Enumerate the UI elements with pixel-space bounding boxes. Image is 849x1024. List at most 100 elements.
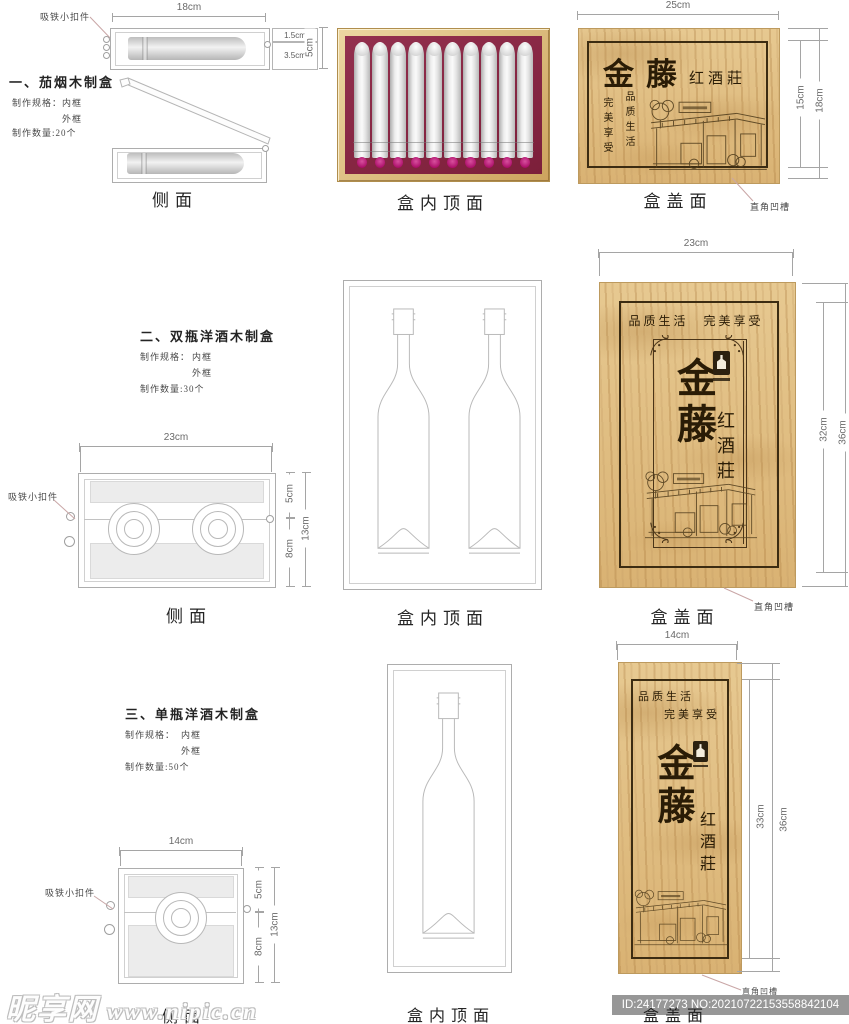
clasp-pin [243, 905, 251, 913]
dim-bottom-depth: 8cm [253, 927, 265, 966]
storefront-sketch [633, 875, 729, 957]
spec-label: 制作规格： [12, 98, 63, 108]
dim-lid-depth: 1.5cm [272, 28, 318, 43]
view-label-inner-top: 盒内顶面 [397, 609, 489, 628]
dim-extension [241, 850, 242, 866]
spec-label: 制作规格： [125, 730, 176, 740]
dim-extension [120, 850, 121, 866]
clasp-note: 吸铁小扣件 [40, 12, 91, 22]
dim-line [772, 663, 773, 971]
bottle-end-circle [124, 519, 144, 539]
bottle-outlines [377, 308, 521, 554]
ornamental-frame [653, 339, 747, 548]
brand-suffix: 红酒莊 [689, 71, 747, 87]
wine1-box-inner-top [387, 664, 512, 973]
groove-note: 直角凹槽 [742, 987, 778, 996]
hinge-pin [262, 145, 269, 152]
dim-line [598, 249, 794, 258]
clasp-pin [66, 512, 75, 521]
brand-stamp-logo [713, 351, 730, 375]
box-inner-line [349, 286, 536, 584]
cover-face-cigar: 金藤 红酒莊 完美享受 品质生活 [578, 28, 780, 184]
cigar [408, 42, 425, 168]
stamp-caption [713, 378, 730, 381]
cigar-box-inner-top [337, 28, 550, 182]
cigar-row [353, 42, 534, 168]
dim-tick [802, 586, 848, 587]
cigar-tip [411, 157, 422, 168]
dim-width: 14cm [664, 630, 690, 641]
dim-top-depth: 5cm [253, 870, 265, 909]
cigar [354, 42, 371, 168]
dim-tick [816, 572, 848, 573]
dim-extension [792, 252, 793, 276]
brand-suffix: 红酒莊 [697, 811, 714, 877]
quantity: 制作数量:30个 [140, 384, 205, 394]
quantity: 制作数量:50个 [125, 762, 190, 772]
dim-line [577, 11, 779, 20]
cigar-tip [465, 157, 476, 168]
dim-width: 23cm [163, 432, 189, 443]
dim-base-depth: 3.5cm [272, 41, 318, 70]
view-label-cover: 盒盖面 [650, 608, 720, 627]
cigar-tip [429, 157, 440, 168]
box-inner-line [84, 479, 270, 582]
spec-label: 制作规格： [140, 352, 191, 362]
dim-extension [80, 446, 81, 472]
dim-line [79, 443, 273, 452]
leader-line [731, 177, 754, 202]
box-inner-line [124, 874, 238, 978]
dim-tick [788, 40, 828, 41]
dim-width: 18cm [176, 2, 202, 13]
engraved-border [631, 679, 729, 959]
brand-name: 金藤 [671, 357, 716, 449]
dim-inner-height: 32cm [818, 410, 830, 449]
dim-tick [742, 958, 780, 959]
dim-extension [271, 446, 272, 472]
quantity: 制作数量:20个 [12, 128, 77, 138]
cigar [372, 42, 389, 168]
storefront-sketch [642, 463, 760, 543]
cigar [444, 42, 461, 168]
open-lid-drawing [119, 77, 271, 145]
dim-width: 14cm [168, 836, 194, 847]
dim-extension [617, 644, 618, 660]
dim-line [749, 679, 750, 958]
section-title: 三、单瓶洋酒木制盒 [125, 707, 261, 722]
view-label-side: 侧面 [161, 1009, 206, 1024]
watermark-id-text: ID:24177273 NO:20210722153558842104 [621, 999, 840, 1011]
storefront-sketch [645, 91, 771, 175]
watermark-id-bar: ID:24177273 NO:20210722153558842104 [612, 995, 849, 1015]
corner-flourish [649, 335, 671, 357]
spec-inner: 内框 [62, 98, 83, 108]
view-label-side: 侧面 [152, 191, 198, 210]
cigar [390, 42, 407, 168]
hinge-pin [103, 52, 110, 59]
hinge-pin [103, 44, 110, 51]
watermark-site-name: 昵享网 [6, 994, 100, 1024]
spec-outer: 外框 [62, 114, 83, 124]
cigar [480, 42, 497, 168]
seam-line [84, 519, 268, 520]
slogan-enjoy: 完美享受 [664, 709, 720, 721]
divider-line [743, 341, 744, 544]
cigar-drawing [128, 37, 246, 60]
section-title: 一、茄烟木制盒 [9, 75, 115, 90]
cigar-tip [501, 157, 512, 168]
cigar [462, 42, 479, 168]
dim-total-depth: 13cm [269, 905, 281, 944]
clasp-pin [264, 41, 271, 48]
cigar-tip [519, 157, 531, 168]
box-inner-line [393, 670, 506, 967]
dim-tick [788, 28, 828, 29]
dim-line [616, 641, 738, 650]
slogan-quality: 品质生活 [623, 91, 634, 151]
dim-tick [737, 971, 780, 972]
dim-line [319, 27, 328, 69]
dim-top-depth: 5cm [284, 474, 296, 513]
dim-extension [736, 644, 737, 660]
dim-total-depth: 5cm [304, 28, 316, 67]
slogan-enjoy: 完美享受 [601, 97, 612, 157]
dim-inner-height: 33cm [755, 797, 767, 836]
